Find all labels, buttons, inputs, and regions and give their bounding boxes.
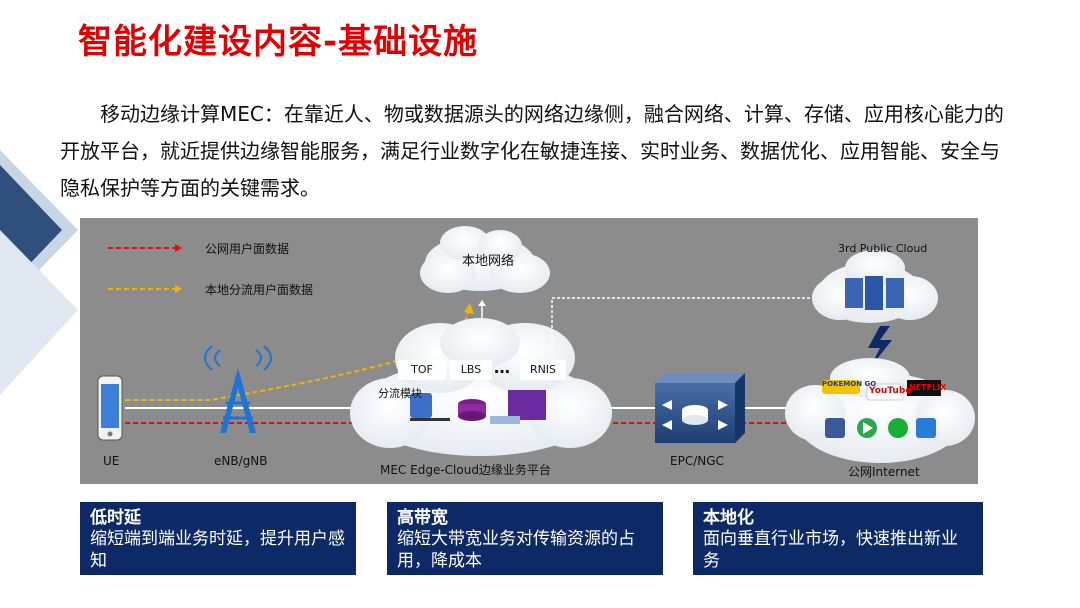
phone-icon <box>98 376 122 440</box>
enb-label: eNB/gNB <box>214 454 267 468</box>
netflix-logo: NETFLIX <box>909 383 946 392</box>
internet-label: 公网Internet <box>848 463 920 480</box>
base-station-icon <box>205 346 271 433</box>
internet-cloud <box>785 358 975 463</box>
mec-label: MEC Edge-Cloud边缘业务平台 <box>380 461 551 478</box>
legend-local-label: 本地分流用户面数据 <box>205 281 313 298</box>
feature-desc: 缩短大带宽业务对传输资源的占用，降成本 <box>397 528 653 572</box>
feature-low-latency: 低时延 缩短端到端业务时延，提升用户感知 <box>80 502 356 575</box>
intro-paragraph: 移动边缘计算MEC：在靠近人、物或数据源头的网络边缘侧，融合网络、计算、存储、应… <box>60 96 1045 207</box>
feature-title: 高带宽 <box>397 508 653 528</box>
legend-public-line <box>108 244 182 252</box>
splitter-label: 分流模块 <box>378 385 422 401</box>
legend-local-line <box>108 285 182 293</box>
epc-label: EPC/NGC <box>670 454 724 468</box>
local-network-label: 本地网络 <box>462 250 514 269</box>
mec-architecture-diagram: 公网用户面数据 本地分流用户面数据 本地网络 3rd Public Cloud … <box>80 218 978 484</box>
lbs-tag: LBS <box>450 360 492 380</box>
feature-desc: 缩短端到端业务时延，提升用户感知 <box>90 528 346 572</box>
public-cloud <box>812 250 938 323</box>
intro-line-3: 隐私保护等方面的关键需求。 <box>60 170 1045 207</box>
feature-desc: 面向垂直行业市场，快速推出新业务 <box>703 528 973 572</box>
ue-label: UE <box>103 454 119 468</box>
ellipsis: … <box>494 358 510 377</box>
public-cloud-label: 3rd Public Cloud <box>838 242 927 255</box>
intro-line-1: 移动边缘计算MEC：在靠近人、物或数据源头的网络边缘侧，融合网络、计算、存储、应… <box>60 96 1045 133</box>
feature-localization: 本地化 面向垂直行业市场，快速推出新业务 <box>693 502 983 575</box>
tof-tag: TOF <box>398 360 446 380</box>
page-title: 智能化建设内容-基础设施 <box>78 14 478 63</box>
feature-high-bandwidth: 高带宽 缩短大带宽业务对传输资源的占用，降成本 <box>387 502 663 575</box>
intro-line-2: 开放平台，就近提供边缘智能服务，满足行业数字化在敏捷连接、实时业务、数据优化、应… <box>60 133 1045 170</box>
decorative-triangles <box>0 0 90 608</box>
rnis-tag: RNIS <box>520 360 566 380</box>
feature-title: 本地化 <box>703 508 973 528</box>
legend-public-label: 公网用户面数据 <box>205 240 289 257</box>
feature-title: 低时延 <box>90 508 346 528</box>
youtube-logo: YouTube <box>869 386 911 396</box>
epc-router-icon <box>655 373 745 443</box>
